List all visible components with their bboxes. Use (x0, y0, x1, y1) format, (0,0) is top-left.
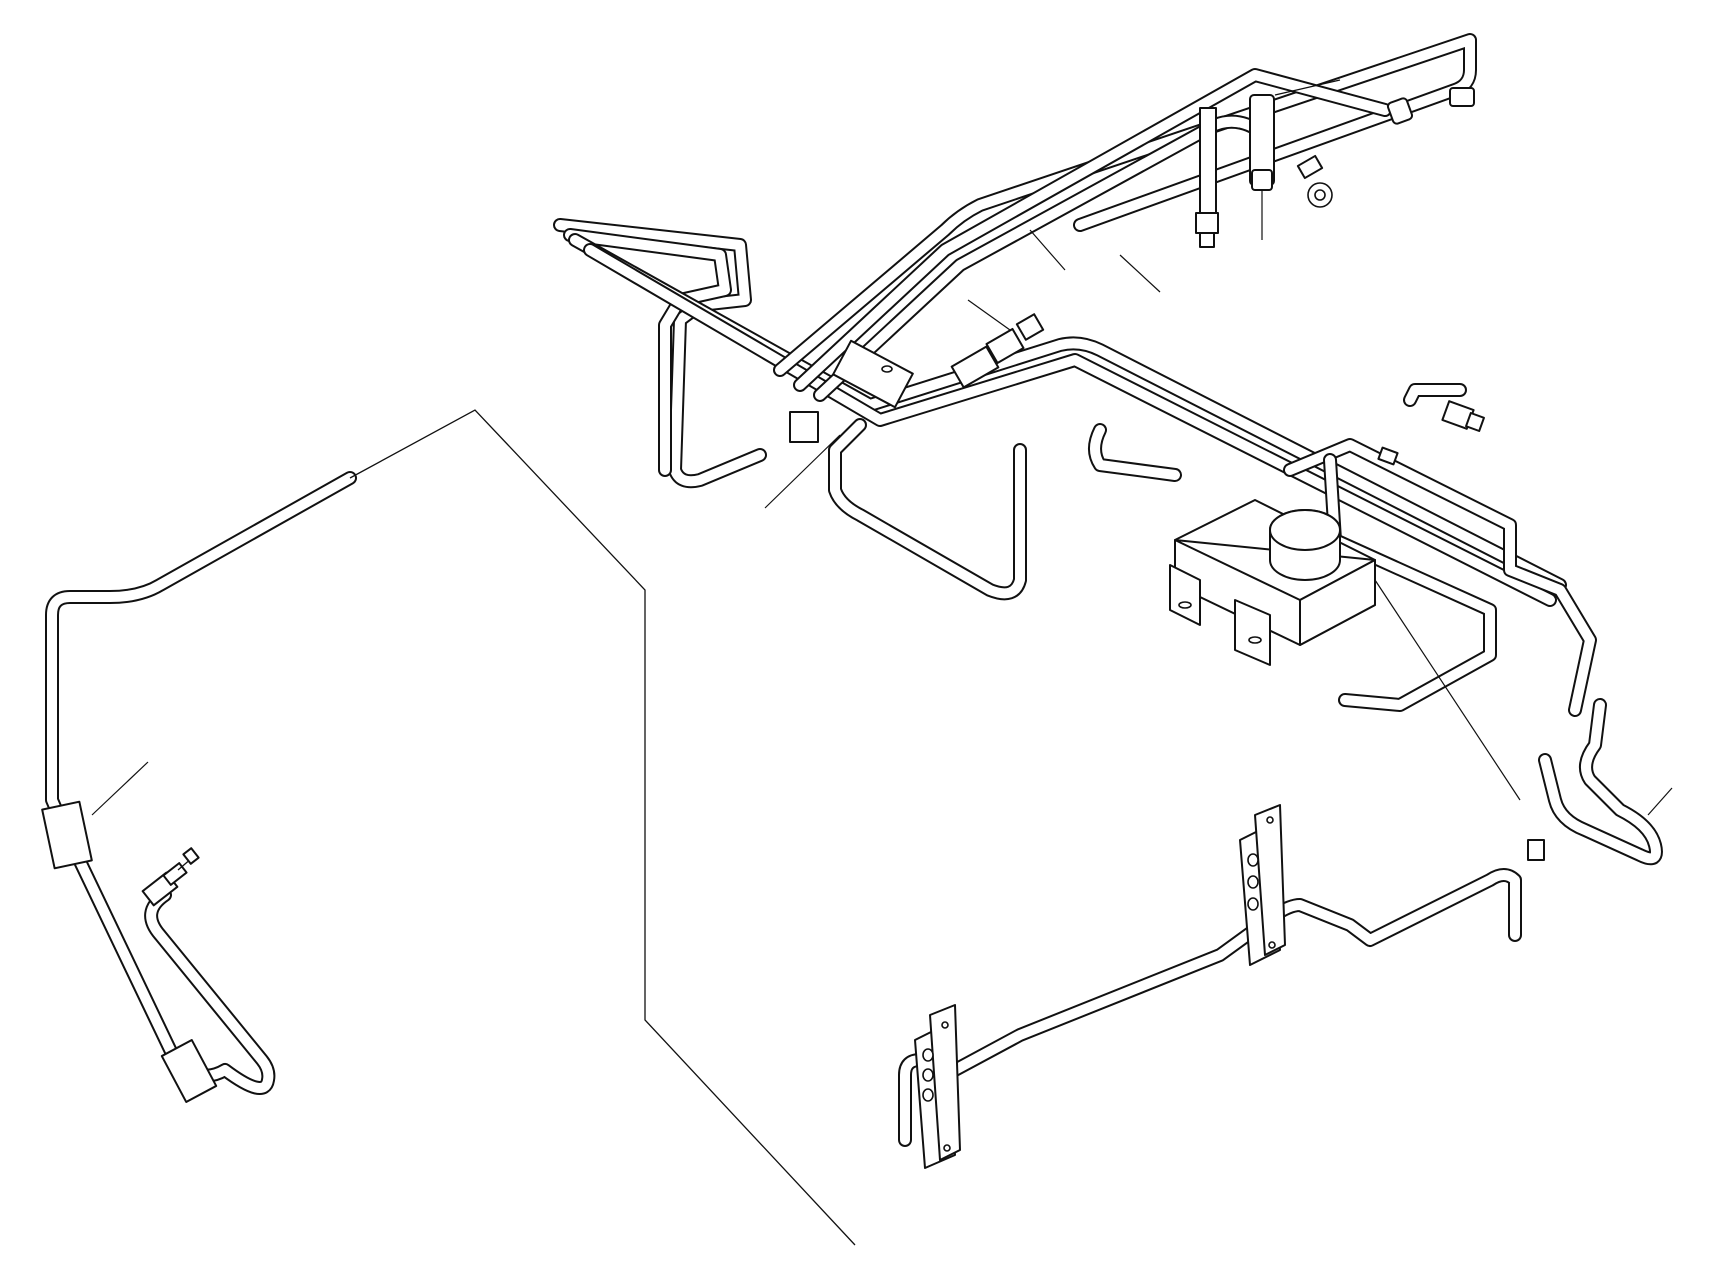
left-pipe-outer (45, 471, 357, 1095)
upper-pipe-bundle (553, 33, 1597, 801)
left-hose-fitting (141, 847, 200, 907)
vertical-stub-left (1195, 107, 1219, 248)
lower-bracket-left (914, 1004, 961, 1169)
valve-leader (1374, 579, 1521, 801)
hose-sleeve-lower (160, 1039, 218, 1103)
union-fitting-center (950, 313, 1045, 389)
connector-line (349, 409, 856, 1246)
lower-bracket-right (1239, 804, 1286, 966)
top-right-fitting-2 (1386, 97, 1414, 125)
pipe-clamp-block (832, 339, 914, 409)
hose-sleeve-upper (41, 800, 93, 870)
lower-pipe-end-fitting (1527, 839, 1545, 861)
valve-block (1169, 499, 1376, 666)
bundle-lower-frame (828, 418, 1027, 601)
right-end-fitting (1441, 400, 1485, 432)
union-leader (967, 299, 1011, 331)
top-right-leader (1274, 79, 1341, 96)
right-hose-leader (1647, 787, 1673, 816)
left-hose-assembly (41, 471, 357, 1103)
valve-bracket-left (1169, 564, 1201, 626)
top-pipe-leader-1 (1029, 229, 1066, 271)
lower-pipe-assembly (898, 804, 1545, 1169)
bundle-left-leader (764, 434, 841, 509)
vertical-stub-right (1249, 94, 1275, 191)
top-pipe-leader-2 (1119, 254, 1161, 293)
left-hose-leader (91, 761, 149, 816)
pipe-clamp-small (789, 411, 819, 443)
valve-bracket-right (1234, 599, 1271, 666)
top-right-fitting-1 (1449, 87, 1475, 107)
right-hose-assembly (1538, 698, 1673, 866)
